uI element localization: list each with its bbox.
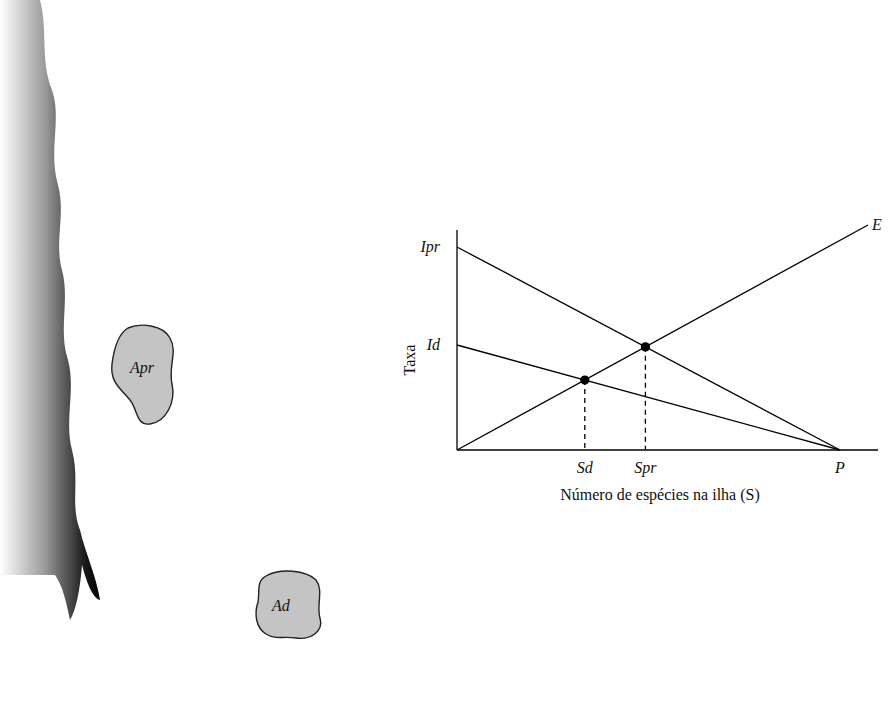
equilibrium-point: [581, 376, 589, 384]
axis-title: Taxa: [402, 345, 418, 376]
guide-line: [584, 380, 585, 450]
extinction-line: [457, 225, 868, 450]
mainland-coast: [0, 0, 100, 620]
island: Ad: [252, 568, 324, 642]
guide-line: [645, 347, 646, 450]
x-axis: [457, 449, 878, 450]
axis-intercept: Id: [427, 337, 440, 353]
axis-title: Número de espécies na ilha (S): [560, 487, 759, 503]
island-label: Apr: [130, 360, 154, 376]
island-label: Ad: [272, 598, 290, 614]
y-axis: [456, 230, 457, 450]
axis-intercept: Ipr: [420, 239, 440, 255]
graph: [457, 225, 878, 450]
equilibrium-point: [641, 343, 649, 351]
axis-tick: P: [835, 460, 845, 476]
axis-tick: Sd: [577, 460, 593, 476]
axis-tick: Spr: [634, 460, 656, 476]
immigration-line-near: [457, 247, 840, 450]
line-label: E: [872, 217, 882, 233]
island: Apr: [108, 322, 178, 428]
immigration-line-far: [457, 345, 840, 450]
